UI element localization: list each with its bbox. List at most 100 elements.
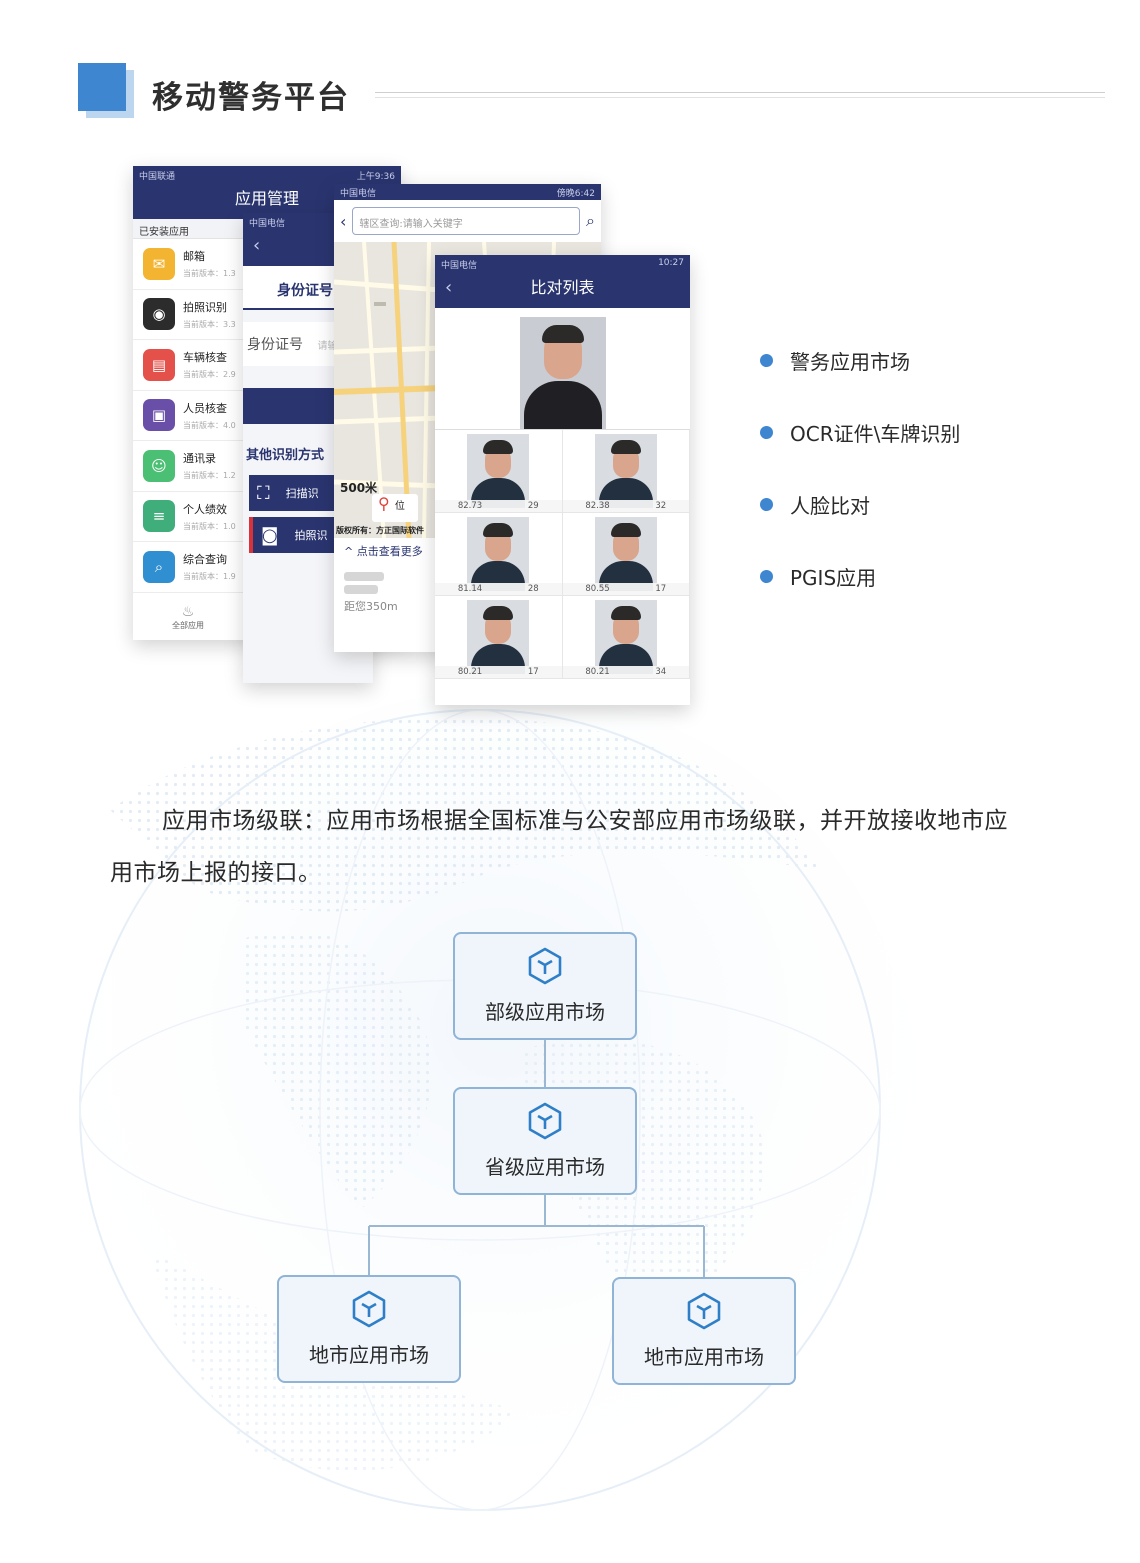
blurred-text <box>344 572 384 581</box>
person-photo <box>467 517 530 591</box>
cube-icon <box>687 1292 721 1330</box>
app-icon: ☺ <box>143 449 175 482</box>
photo-option-label: 拍照识 <box>294 529 328 542</box>
app-version: 当前版本：1.0 <box>183 521 236 531</box>
app-name: 邮箱 <box>183 250 205 264</box>
app-icon: ▣ <box>143 399 175 432</box>
page-title: 移动警务平台 <box>152 80 350 116</box>
person-photo <box>467 600 530 674</box>
blurred-text <box>344 585 378 594</box>
app-row[interactable]: ▤车辆核查当前版本：2.9 <box>133 340 401 391</box>
match-score: 81.14 <box>457 584 483 594</box>
feature-item: PGIS应用 <box>760 562 960 590</box>
cube-icon <box>528 947 562 985</box>
app-icon: ≡ <box>143 500 175 533</box>
feature-item: 人脸比对 <box>760 490 960 518</box>
match-score: 80.21 <box>457 667 483 677</box>
back-chevron-icon[interactable]: ‹ <box>253 235 261 256</box>
match-age: 32 <box>655 501 667 511</box>
match-age: 17 <box>527 667 539 677</box>
person-photo <box>594 600 657 674</box>
app-name: 通讯录 <box>183 452 216 466</box>
back-chevron-icon[interactable]: ‹ <box>340 211 347 231</box>
node-label: 部级应用市场 <box>485 1000 605 1024</box>
node-label: 地市应用市场 <box>644 1345 764 1369</box>
map-copyright: 版权所有：方正国际软件 <box>336 526 424 535</box>
app-name: 人员核查 <box>183 401 227 415</box>
scan-frame-icon: ⛶ <box>257 482 270 504</box>
app-icon: ✉ <box>143 247 175 280</box>
feature-item: 警务应用市场 <box>760 346 960 374</box>
nav-title: 比对列表 <box>530 278 595 297</box>
node-city-market-left: 地市应用市场 <box>277 1275 461 1383</box>
tab-all-apps[interactable]: ♨ 全部应用 <box>133 600 243 640</box>
match-age: 28 <box>527 584 539 594</box>
bullet-dot <box>760 425 773 439</box>
match-result[interactable]: 82.73 29 <box>435 430 563 513</box>
carrier-label: 中国电信 <box>249 219 286 229</box>
location-marker[interactable]: ⚲ 位 <box>372 494 418 522</box>
status-bar: 中国联通 上午9:36 <box>133 166 401 183</box>
cube-icon <box>528 1102 562 1140</box>
app-name: 拍照识别 <box>183 300 227 314</box>
node-province-market: 省级应用市场 <box>453 1087 637 1195</box>
camera-icon: ◙ <box>261 524 279 546</box>
app-version: 当前版本：4.0 <box>183 420 236 430</box>
bullet-dot <box>760 497 773 511</box>
node-label: 省级应用市场 <box>485 1155 605 1179</box>
header-rule <box>375 92 1105 93</box>
match-age: 34 <box>655 667 667 677</box>
carrier-label: 中国电信 <box>441 261 478 271</box>
person-photo <box>594 517 657 591</box>
map-search-input[interactable]: 辖区查询:请输入关键字 <box>352 207 581 235</box>
other-methods-heading: 其他识别方式 <box>246 448 325 463</box>
person-photo <box>467 434 530 508</box>
feature-label: PGIS应用 <box>790 565 877 590</box>
match-score: 80.55 <box>585 584 610 594</box>
match-age: 17 <box>655 584 667 594</box>
query-photo <box>435 308 690 430</box>
header-square <box>78 63 126 111</box>
app-name: 综合查询 <box>183 553 227 567</box>
map-search-bar: ‹ 辖区查询:请输入关键字 ⌕ <box>334 200 601 242</box>
status-bar: 中国电信 傍晚6:42 <box>334 184 601 200</box>
header-rule-secondary <box>375 97 1105 98</box>
feature-label: OCR证件\车牌识别 <box>790 421 961 446</box>
clock-label: 傍晚6:42 <box>556 189 595 199</box>
match-age: 29 <box>527 501 539 511</box>
field-label: 身份证号 <box>247 337 303 353</box>
field-placeholder: 请输 <box>317 341 338 352</box>
match-result[interactable]: 80.21 17 <box>435 596 563 679</box>
bullet-dot <box>760 569 773 583</box>
map-pin-icon: ⚲ <box>378 494 390 513</box>
match-result[interactable]: 80.55 17 <box>562 513 690 596</box>
app-list: ✉邮箱当前版本：1.3◉拍照识别当前版本：3.3▤车辆核查当前版本：2.9▣人员… <box>133 239 401 593</box>
feature-label: 人脸比对 <box>790 493 870 518</box>
body-paragraph: 应用市场级联：应用市场根据全国标准与公安部应用市场级联，并开放接收地市应用市场上… <box>110 808 1008 886</box>
clock-label: 10:27 <box>658 258 684 268</box>
app-version: 当前版本：1.3 <box>183 269 236 279</box>
app-icon: ⌕ <box>143 550 175 583</box>
back-chevron-icon[interactable]: ‹ <box>445 277 453 298</box>
app-version: 当前版本：3.3 <box>183 319 236 329</box>
node-city-market-right: 地市应用市场 <box>612 1277 796 1385</box>
clock-label: 上午9:36 <box>356 172 395 182</box>
bullet-dot <box>760 353 773 367</box>
tab-label: 全部应用 <box>172 621 204 630</box>
match-score: 82.73 <box>457 501 483 511</box>
search-icon[interactable]: ⌕ <box>586 211 595 230</box>
person-photo <box>519 317 606 429</box>
nav-title: 应用管理 <box>234 189 299 208</box>
feature-label: 警务应用市场 <box>790 349 910 374</box>
match-result[interactable]: 81.14 28 <box>435 513 563 596</box>
scan-option-label: 扫描识 <box>285 487 319 500</box>
app-icon: ▤ <box>143 348 175 381</box>
distance-label: 距您350m <box>344 600 398 613</box>
app-name: 个人绩效 <box>183 502 227 516</box>
cube-icon <box>352 1290 386 1328</box>
feature-list: 警务应用市场 OCR证件\车牌识别人脸比对 PGIS应用 <box>760 346 960 634</box>
